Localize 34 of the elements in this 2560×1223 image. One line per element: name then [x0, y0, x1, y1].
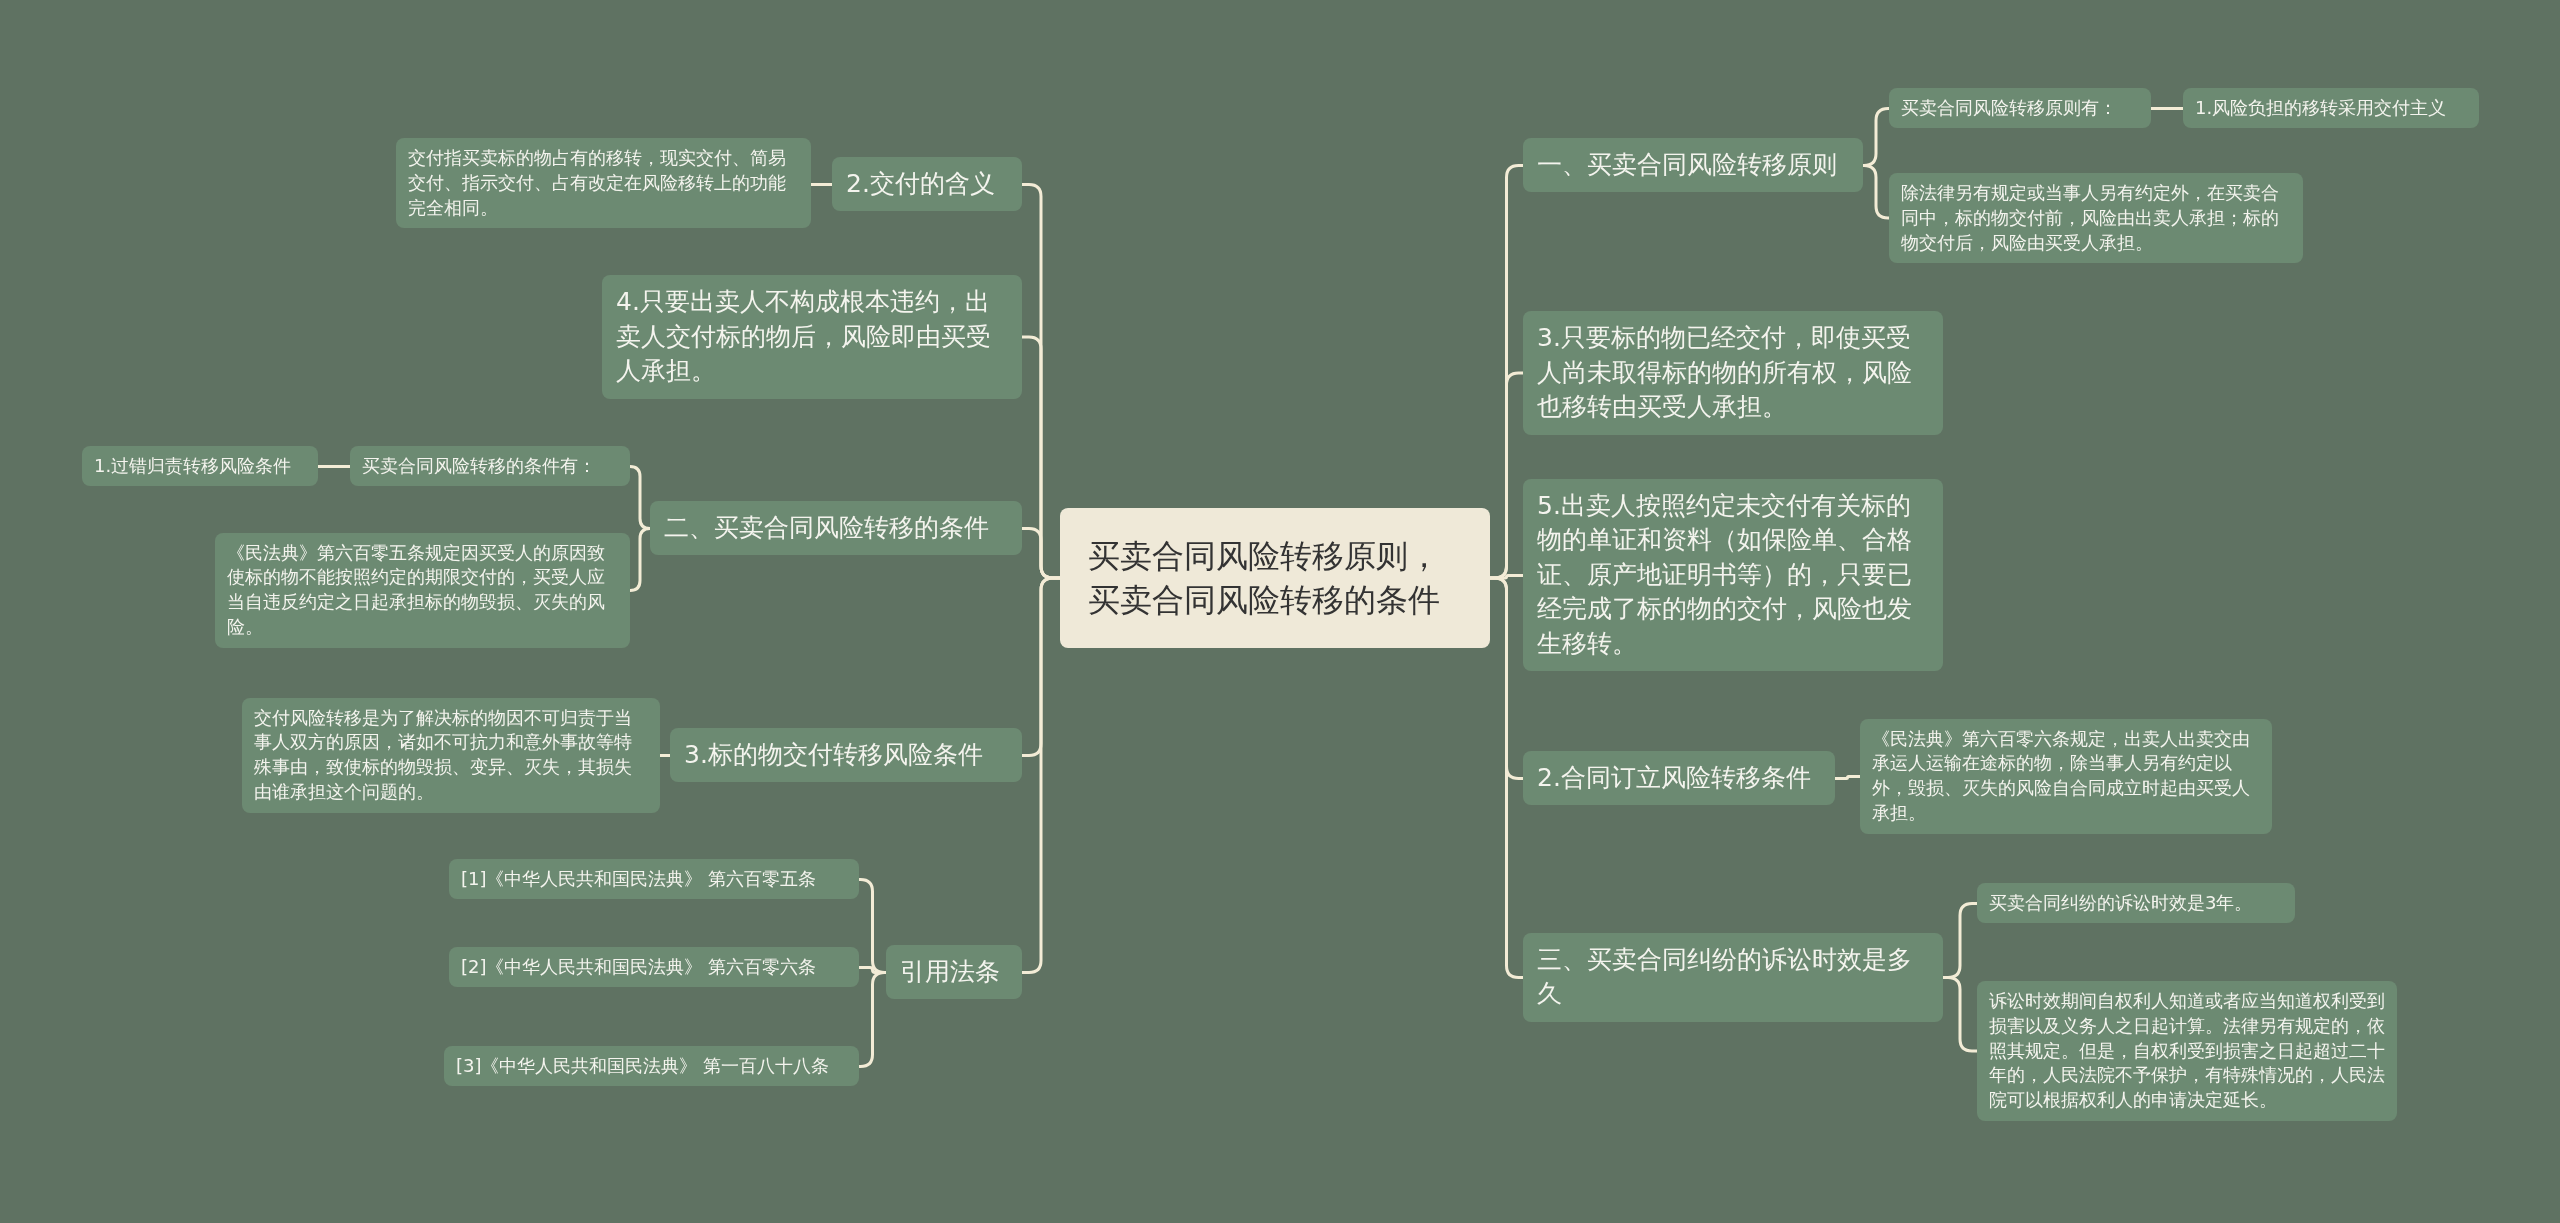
topic-box: 三、买卖合同纠纷的诉讼时效是多久 — [1523, 932, 1943, 1022]
topic-box: 3.标的物交付转移风险条件 — [670, 727, 1022, 782]
topic-box: 3.只要标的物已经交付，即使买受人尚未取得标的物的所有权，风险也移转由买受人承担。 — [1523, 311, 1943, 435]
subtopic-box: 《民法典》第六百零六条规定，出卖人出卖交由承运人运输在途标的物，除当事人另有约定以外，毁损、灭失的风险自合同成立时起由买受人承担。 — [1860, 718, 2272, 834]
connector-line — [1835, 775, 1860, 780]
subtopic-box: 交付风险转移是为了解决标的物因不可归责于当事人双方的原因，诸如不可抗力和意外事故等特殊事由，致使标的物毁损、变异、灭失，其损失由谁承担这个问题的。 — [242, 697, 660, 813]
topic-box: 4.只要出卖人不构成根本违约，出卖人交付标的物后，风险即由买受人承担。 — [602, 275, 1022, 399]
subtopic-box: 除法律另有规定或当事人另有约定外，在买卖合同中，标的物交付前，风险由出卖人承担；标的物交付后，风险由买受人承担。 — [1889, 173, 2303, 264]
connector-line — [1862, 164, 1890, 220]
topic-box: 2.合同订立风险转移条件 — [1523, 750, 1835, 805]
topic-box: 一、买卖合同风险转移原则 — [1523, 137, 1863, 192]
connector-line — [660, 754, 670, 757]
subtopic-box: 1.风险负担的移转采用交付主义 — [2183, 87, 2479, 129]
topic-box: 2.交付的含义 — [832, 156, 1022, 211]
subtopic-box: 交付指买卖标的物占有的移转，现实交付、简易交付、指示交付、占有改定在风险移转上的功能完全相同。 — [396, 138, 811, 229]
topic-box: 二、买卖合同风险转移的条件 — [650, 500, 1022, 555]
topic-box: 5.出卖人按照约定未交付有关标的物的单证和资料（如保险单、合格证、原产地证明书等）的，只要已经完成了标的物的交付，风险也发生移转。 — [1523, 478, 1943, 671]
central-topic-box: 买卖合同风险转移原则，买卖合同风险转移的条件 — [1060, 508, 1490, 649]
connector-line — [858, 971, 887, 1068]
subtopic-box: [3]《中华人民共和国民法典》 第一百八十八条 — [444, 1045, 859, 1087]
connector-line — [811, 183, 832, 186]
subtopic-box: 1.过错归责转移风险条件 — [82, 445, 318, 487]
topic-box: 引用法条 — [886, 944, 1022, 999]
connector-line — [1943, 976, 1977, 1053]
subtopic-box: [1]《中华人民共和国民法典》 第六百零五条 — [449, 858, 859, 900]
connector-line — [2151, 107, 2183, 110]
subtopic-box: [2]《中华人民共和国民法典》 第六百零六条 — [449, 946, 859, 988]
subtopic-box: 买卖合同风险转移的条件有： — [350, 445, 630, 487]
subtopic-box: 《民法典》第六百零五条规定因买受人的原因致使标的物不能按照约定的期限交付的，买受人应当自违反约定之日起承担标的物毁损、灭失的风险。 — [215, 532, 630, 648]
connector-line — [318, 465, 350, 468]
subtopic-box: 诉讼时效期间自权利人知道或者应当知道权利受到损害以及义务人之日起计算。法律另有规定的，依照其规定。但是，自权利受到损害之日起超过二十年的，人民法院不予保护，有特殊情况的，人民法院可以根据权利人的申请决定延长。 — [1977, 981, 2397, 1122]
subtopic-box: 买卖合同纠纷的诉讼时效是3年。 — [1977, 882, 2295, 924]
subtopic-box: 买卖合同风险转移原则有： — [1889, 87, 2151, 129]
connector-line — [628, 527, 652, 592]
